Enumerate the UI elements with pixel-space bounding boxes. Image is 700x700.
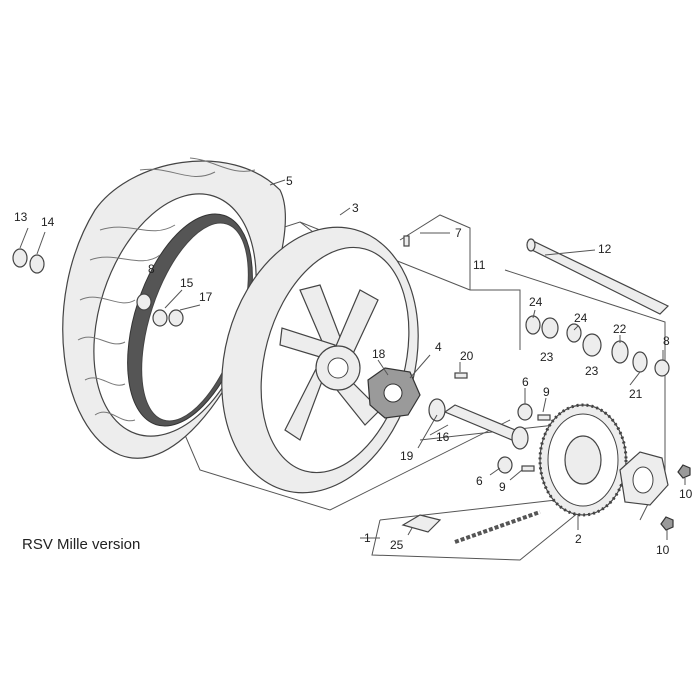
callout-10-upper: 10 [679,487,693,501]
callout-12: 12 [598,242,612,256]
callout-8-right: 8 [663,334,670,348]
wheel-rim [221,226,419,494]
cush-drive-hub [367,367,421,419]
callout-9-lower: 9 [499,480,506,494]
callout-13: 13 [14,210,28,224]
callout-19: 19 [400,449,414,463]
callout-15: 15 [180,276,194,290]
rear-axle [526,238,670,315]
callout-10-lower: 10 [656,543,670,557]
callout-1: 1 [364,531,371,545]
callout-numbers: 1 2 3 4 5 6 6 7 8 8 9 9 10 10 11 12 13 1… [14,174,693,557]
callout-23-left: 23 [540,350,554,364]
sprocket-carrier [619,451,669,506]
callout-2: 2 [575,532,582,546]
callout-22: 22 [613,322,627,336]
callout-3: 3 [352,201,359,215]
callout-20: 20 [460,349,474,363]
callout-14: 14 [41,215,55,229]
callout-6-lower: 6 [476,474,483,488]
callout-7: 7 [455,226,462,240]
callout-25: 25 [390,538,404,552]
callout-16: 16 [436,430,450,444]
callout-6-upper: 6 [522,375,529,389]
callout-18: 18 [372,347,386,361]
callout-4: 4 [435,340,442,354]
callout-23-right: 23 [585,364,599,378]
leader-lines [19,179,686,540]
spacer-tube [443,404,522,441]
callout-9-upper: 9 [543,385,550,399]
callout-21: 21 [629,387,643,401]
callout-24-left: 24 [529,295,543,309]
callout-11: 11 [473,258,486,272]
callout-24-right: 24 [574,311,588,325]
bolts [403,235,691,531]
sprocket [538,403,628,517]
chain [401,510,541,544]
callout-17: 17 [199,290,213,304]
callout-8-left: 8 [148,262,155,276]
version-caption: RSV Mille version [22,536,141,553]
callout-5: 5 [286,174,293,188]
